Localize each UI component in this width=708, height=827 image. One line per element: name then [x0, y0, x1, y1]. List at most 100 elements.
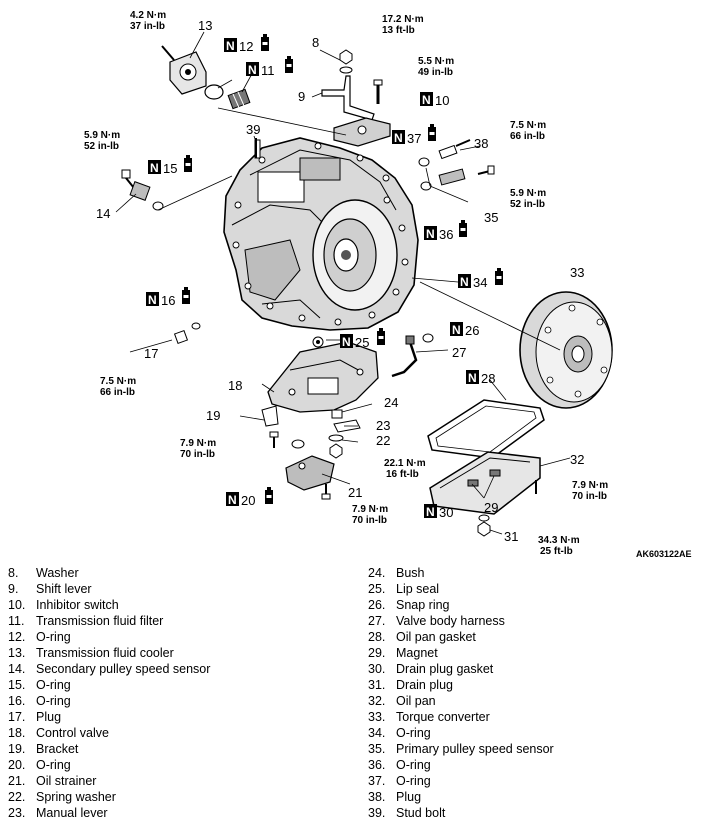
- transmission-case: [223, 137, 419, 331]
- svg-text:66 in-lb: 66 in-lb: [100, 387, 135, 398]
- legend-column-right: 24.Bush 25.Lip seal 26.Snap ring 27.Valv…: [368, 565, 708, 821]
- svg-text:34.3 N·m: 34.3 N·m: [538, 535, 580, 546]
- badge-36: N 36: [424, 220, 467, 242]
- legend-row: 19.Bracket: [8, 742, 79, 756]
- torque-spec-10: 7.9 N·m 70 in-lb: [572, 480, 608, 502]
- control-valve: [267, 341, 379, 413]
- o-ring-12: [204, 84, 224, 100]
- legend-row: 34.O-ring: [368, 726, 431, 740]
- legend-row: 33.Torque converter: [368, 710, 490, 724]
- legend-row: 25.Lip seal: [368, 582, 440, 596]
- torque-spec-8: 7.9 N·m 70 in-lb: [180, 438, 216, 460]
- svg-text:5.9 N·m: 5.9 N·m: [84, 130, 120, 141]
- svg-text:37: 37: [407, 131, 421, 146]
- torque-spec-7: 7.5 N·m 66 in-lb: [100, 376, 136, 398]
- svg-text:26: 26: [465, 323, 479, 338]
- torque-spec-4: 7.5 N·m 66 in-lb: [510, 120, 546, 142]
- legend-row: 8.Washer: [8, 566, 79, 580]
- torque-spec-9: 22.1 N·m 16 ft-lb: [384, 458, 426, 480]
- legend-row: 31.Drain plug: [368, 678, 453, 692]
- legend-row: 12.O-ring: [8, 630, 71, 644]
- callout-31: 31: [504, 529, 518, 544]
- badge-34: N 34: [458, 268, 503, 290]
- svg-text:66 in-lb: 66 in-lb: [510, 131, 545, 142]
- legend-row: 22.Spring washer: [8, 790, 116, 804]
- svg-text:36: 36: [439, 227, 453, 242]
- svg-text:11: 11: [261, 63, 275, 78]
- legend-row: 32.Oil pan: [368, 694, 436, 708]
- drain-plug-gasket: [478, 514, 490, 522]
- svg-text:12: 12: [239, 39, 253, 54]
- washer-and-nut: [339, 49, 353, 74]
- primary-pulley-speed-sensor: [438, 165, 495, 186]
- legend-row: 10.Inhibitor switch: [8, 598, 119, 612]
- svg-text:4.2 N·m: 4.2 N·m: [130, 10, 166, 21]
- svg-text:5.9 N·m: 5.9 N·m: [510, 188, 546, 199]
- svg-text:17.2 N·m: 17.2 N·m: [382, 14, 424, 25]
- svg-text:N: N: [248, 63, 257, 77]
- secondary-pulley-speed-sensor: [121, 169, 151, 201]
- legend-row: 39.Stud bolt: [368, 806, 446, 820]
- svg-text:5.5 N·m: 5.5 N·m: [418, 56, 454, 67]
- callout-8: 8: [312, 35, 319, 50]
- svg-text:70 in-lb: 70 in-lb: [180, 449, 215, 460]
- nut-22: [329, 443, 343, 459]
- plug-38: [438, 139, 471, 160]
- callout-14: 14: [96, 206, 110, 221]
- callout-13: 13: [198, 18, 212, 33]
- spring-washer: [328, 434, 344, 442]
- torque-spec-3: 5.5 N·m 49 in-lb: [418, 56, 454, 78]
- svg-text:N: N: [226, 39, 235, 53]
- svg-text:N: N: [452, 323, 461, 337]
- legend-row: 38.Plug: [368, 790, 422, 804]
- callout-32: 32: [570, 452, 584, 467]
- svg-text:34: 34: [473, 275, 487, 290]
- bolt-19: [269, 431, 279, 448]
- legend-row: 30.Drain plug gasket: [368, 662, 494, 676]
- bracket-19: [261, 405, 279, 427]
- valve-body-harness: [391, 335, 418, 378]
- svg-text:70 in-lb: 70 in-lb: [572, 491, 607, 502]
- legend-row: 23.Manual lever: [8, 806, 108, 820]
- svg-text:N: N: [422, 93, 431, 107]
- snap-ring: [422, 333, 434, 343]
- svg-text:16: 16: [161, 293, 175, 308]
- inhibitor-switch: [333, 117, 391, 147]
- legend-column-left: 8.Washer 9.Shift lever 10.Inhibitor swit…: [8, 565, 348, 821]
- callout-21: 21: [348, 485, 362, 500]
- svg-text:25 ft-lb: 25 ft-lb: [540, 546, 573, 557]
- svg-text:16 ft-lb: 16 ft-lb: [386, 469, 419, 480]
- transmission-fluid-filter: [227, 88, 251, 111]
- legend-row: 18.Control valve: [8, 726, 109, 740]
- svg-text:N: N: [150, 161, 159, 175]
- svg-text:7.9 N·m: 7.9 N·m: [572, 480, 608, 491]
- o-ring-20: [291, 439, 305, 449]
- svg-text:20: 20: [241, 493, 255, 508]
- bolt-5-5: [373, 79, 383, 104]
- torque-spec-11: 7.9 N·m 70 in-lb: [352, 504, 388, 526]
- svg-text:10: 10: [435, 93, 449, 108]
- svg-text:N: N: [228, 493, 237, 507]
- svg-text:52 in-lb: 52 in-lb: [510, 199, 545, 210]
- parts-legend: 8.Washer 9.Shift lever 10.Inhibitor swit…: [8, 565, 708, 827]
- legend-row: 37.O-ring: [368, 774, 431, 788]
- legend-row: 15.O-ring: [8, 678, 71, 692]
- legend-row: 21.Oil strainer: [8, 774, 97, 788]
- callout-19: 19: [206, 408, 220, 423]
- badge-10: N 10: [420, 92, 449, 108]
- exploded-view-diagram: 13 8 9 39 38 14 35 33 17 27 18 24 19 23 …: [84, 10, 692, 559]
- torque-spec-12: 34.3 N·m 25 ft-lb: [538, 535, 580, 557]
- callout-23: 23: [376, 418, 390, 433]
- svg-text:N: N: [342, 335, 351, 349]
- legend-row: 28.Oil pan gasket: [368, 630, 476, 644]
- transmission-fluid-cooler: [161, 45, 207, 95]
- o-ring-37: [418, 157, 430, 167]
- svg-text:N: N: [460, 275, 469, 289]
- callout-38: 38: [474, 136, 488, 151]
- badge-28: N 28: [466, 370, 495, 386]
- callout-17: 17: [144, 346, 158, 361]
- svg-text:N: N: [426, 227, 435, 241]
- svg-text:37 in-lb: 37 in-lb: [130, 21, 165, 32]
- badge-11: N 11: [246, 56, 293, 78]
- badge-15: N 15: [148, 155, 192, 176]
